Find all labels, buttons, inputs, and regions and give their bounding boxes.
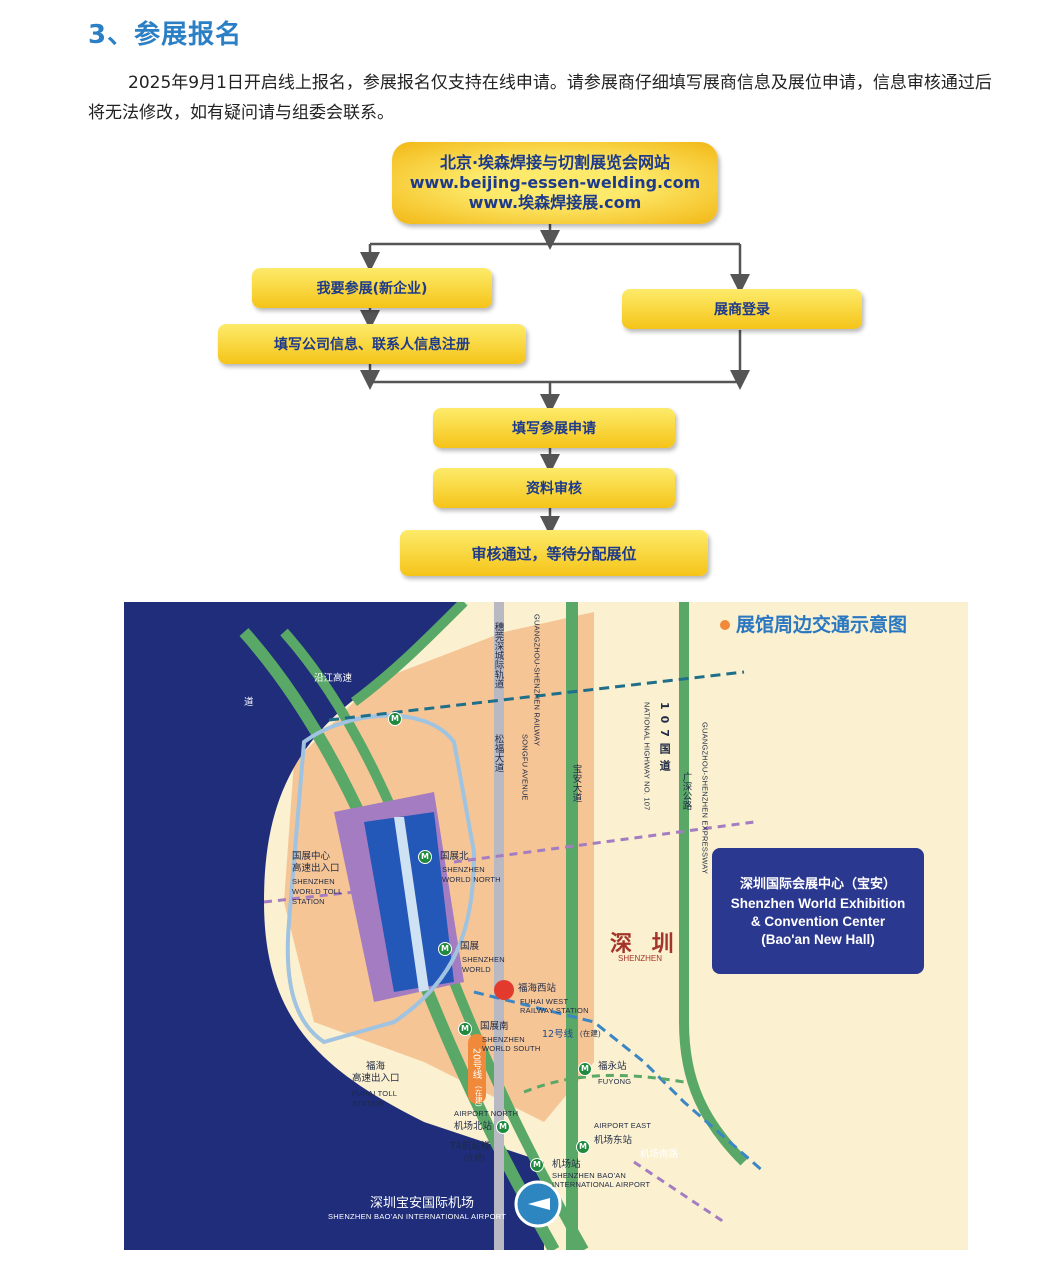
railway-label-en: GUANGZHOU-SHENZHEN RAILWAY bbox=[532, 614, 542, 747]
guangshen-road-label-en: GUANGZHOU-SHENZHEN EXPRESSWAY bbox=[700, 722, 710, 875]
toll-world-cn-2: 高速出入口 bbox=[292, 863, 340, 874]
railway-label: 穗莞深城际轨道 bbox=[492, 622, 504, 689]
venue-name-cn: 深圳国际会展中心（宝安） bbox=[739, 877, 896, 892]
approved-box: 审核通过，等待分配展位 bbox=[400, 530, 708, 576]
station-fuhai-west-en-1: FUHAI WEST bbox=[520, 997, 569, 1006]
toll-fuhai-en-1: FUHAI TOLL bbox=[352, 1089, 398, 1098]
songfu-label-en: SONGFU AVENUE bbox=[520, 734, 530, 801]
toll-world-en-1: SHENZHEN bbox=[292, 877, 335, 886]
apply-box: 填写参展申请 bbox=[433, 408, 675, 448]
station-world-cn: 国展 bbox=[460, 941, 480, 952]
station-fuyong-cn: 福永站 bbox=[598, 1061, 627, 1072]
station-world-north-cn: 国展北 bbox=[440, 851, 469, 862]
website-box: 北京·埃森焊接与切割展览会网站 www.beijing-essen-weldin… bbox=[392, 142, 718, 224]
line12-label: 12号线 bbox=[542, 1029, 574, 1040]
station-world-south-cn: 国展南 bbox=[480, 1021, 509, 1032]
station-airport-east-en: AIRPORT EAST bbox=[594, 1121, 652, 1130]
toll-world-cn-1: 国展中心 bbox=[292, 851, 331, 862]
city-label-en: SHENZHEN bbox=[618, 954, 663, 963]
transport-map: 展馆周边交通示意图 深圳国际会展中心（宝安） Shenzhen World Ex… bbox=[124, 602, 968, 1250]
metro-icon: M bbox=[418, 850, 432, 864]
t4-terminal-sub: (在建) bbox=[464, 1153, 485, 1162]
venue-name-en-2: & Convention Center bbox=[750, 914, 886, 929]
intro-paragraph: 2025年9月1日开启线上报名，参展报名仅支持在线申请。请参展商仔细填写展商信息… bbox=[88, 73, 992, 123]
station-world-north-en-1: SHENZHEN bbox=[442, 865, 485, 874]
toll-fuhai-cn-2: 高速出入口 bbox=[352, 1073, 400, 1084]
review-box: 资料审核 bbox=[433, 468, 675, 508]
station-airport-en-1: SHENZHEN BAO'AN bbox=[552, 1171, 627, 1180]
toll-fuhai-en-2: STATION bbox=[352, 1099, 385, 1108]
t4-terminal-label: T4航站楼 bbox=[450, 1141, 491, 1152]
line12-sub: (在建) bbox=[580, 1029, 601, 1038]
metro-icon: M bbox=[578, 1062, 592, 1076]
airport-label-cn: 深圳宝安国际机场 bbox=[370, 1196, 475, 1211]
station-airport-east-cn: 机场东站 bbox=[594, 1135, 633, 1146]
map-title: 展馆周边交通示意图 bbox=[736, 614, 908, 636]
metro-icon: M bbox=[530, 1158, 544, 1172]
g107-label-en: NATIONAL HIGHWAY NO. 107 bbox=[642, 702, 652, 811]
map-title-dot bbox=[720, 620, 730, 630]
line20-label: 20号线 bbox=[470, 1048, 482, 1080]
g107-label: 107国道 bbox=[658, 702, 672, 777]
line20-sub: (在建) bbox=[474, 1086, 484, 1107]
coast-road-label: 道 bbox=[244, 697, 254, 708]
metro-icon: M bbox=[438, 942, 452, 956]
metro-icon: M bbox=[576, 1140, 590, 1154]
venue-callout: 深圳国际会展中心（宝安） Shenzhen World Exhibition &… bbox=[712, 848, 924, 974]
station-airport-en-2: INTERNATIONAL AIRPORT bbox=[552, 1180, 651, 1189]
station-fuyong-en: FUYONG bbox=[598, 1077, 632, 1086]
station-fuhai-west-cn: 福海西站 bbox=[518, 983, 557, 994]
station-world-south-en-1: SHENZHEN bbox=[482, 1035, 525, 1044]
toll-world-en-2: WORLD TOLL bbox=[292, 887, 343, 896]
toll-world-en-3: STATION bbox=[292, 897, 325, 906]
coast-expressway-label: 沿江高速 bbox=[314, 673, 353, 684]
airport-label-en: SHENZHEN BAO'AN INTERNATIONAL AIRPORT bbox=[328, 1212, 507, 1221]
toll-fuhai-cn-1: 福海 bbox=[366, 1061, 386, 1072]
website-url-2: www.埃森焊接展.com bbox=[468, 193, 642, 212]
section-title: 3、参展报名 bbox=[88, 20, 243, 50]
station-world-south-en-2: WORLD SOUTH bbox=[482, 1044, 541, 1053]
station-world-en-2: WORLD bbox=[462, 965, 491, 974]
station-airport-north-cn: 机场北站 bbox=[454, 1121, 493, 1132]
fill-company-box: 填写公司信息、联系人信息注册 bbox=[218, 324, 526, 364]
guangshen-road-label: 广深公路 bbox=[680, 772, 692, 810]
metro-icon: M bbox=[496, 1120, 510, 1134]
metro-icon: M bbox=[458, 1022, 472, 1036]
website-url-1: www.beijing-essen-welding.com bbox=[409, 173, 701, 192]
station-airport-north-en: AIRPORT NORTH bbox=[454, 1109, 519, 1118]
venue-name-en-3: (Bao'an New Hall) bbox=[761, 932, 875, 947]
metro-icon: M bbox=[388, 712, 402, 726]
city-label-cn: 深 圳 bbox=[610, 932, 680, 957]
station-world-en-1: SHENZHEN bbox=[462, 955, 505, 964]
new-exhibitor-box: 我要参展(新企业) bbox=[252, 268, 492, 308]
station-world-north-en-2: WORLD NORTH bbox=[442, 875, 501, 884]
songfu-label: 松福大道 bbox=[492, 734, 504, 772]
airport-south-road-label: 机场南路 bbox=[640, 1149, 679, 1160]
baoan-avenue-label: 宝安大道 bbox=[570, 764, 582, 802]
venue-name-en-1: Shenzhen World Exhibition bbox=[730, 896, 906, 911]
exhibitor-login-box: 展商登录 bbox=[622, 289, 862, 329]
station-fuhai-west-en-2: RAILWAY STATION bbox=[520, 1006, 589, 1015]
website-title: 北京·埃森焊接与切割展览会网站 bbox=[439, 153, 671, 172]
station-airport-cn: 机场站 bbox=[552, 1159, 581, 1170]
map-graphic bbox=[124, 602, 765, 1250]
